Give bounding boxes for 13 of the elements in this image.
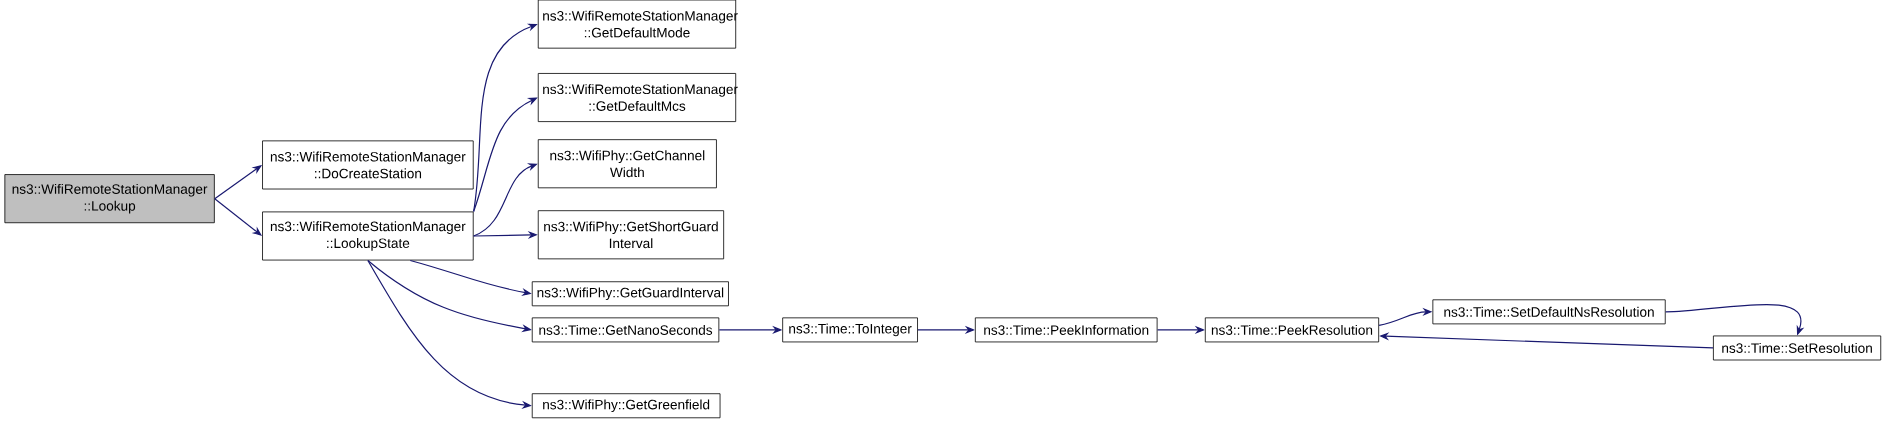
function-box: ns3::Time::SetResolution: [1713, 335, 1882, 361]
function-box: ns3::WifiRemoteStationManager ::DoCreateStation: [262, 140, 474, 190]
function-box: ns3::WifiRemoteStationManager ::LookupState: [262, 211, 474, 261]
function-box: ns3::Time::PeekResolution: [1204, 317, 1380, 343]
function-box: ns3::WifiPhy::GetShortGuard Interval: [537, 210, 725, 260]
function-box: ns3::WifiPhy::GetChannel Width: [537, 139, 717, 189]
function-box: ns3::Time::SetDefaultNsResolution: [1432, 299, 1666, 325]
function-box: ns3::WifiPhy::GetGuardInterval: [531, 281, 729, 307]
function-box: ns3::WifiRemoteStationManager ::Lookup: [4, 174, 215, 224]
function-box: ns3::Time::GetNanoSeconds: [531, 317, 720, 343]
function-box: ns3::Time::PeekInformation: [974, 317, 1158, 343]
function-box: ns3::Time::ToInteger: [782, 317, 918, 343]
function-box: ns3::WifiPhy::GetGreenfield: [531, 393, 721, 419]
